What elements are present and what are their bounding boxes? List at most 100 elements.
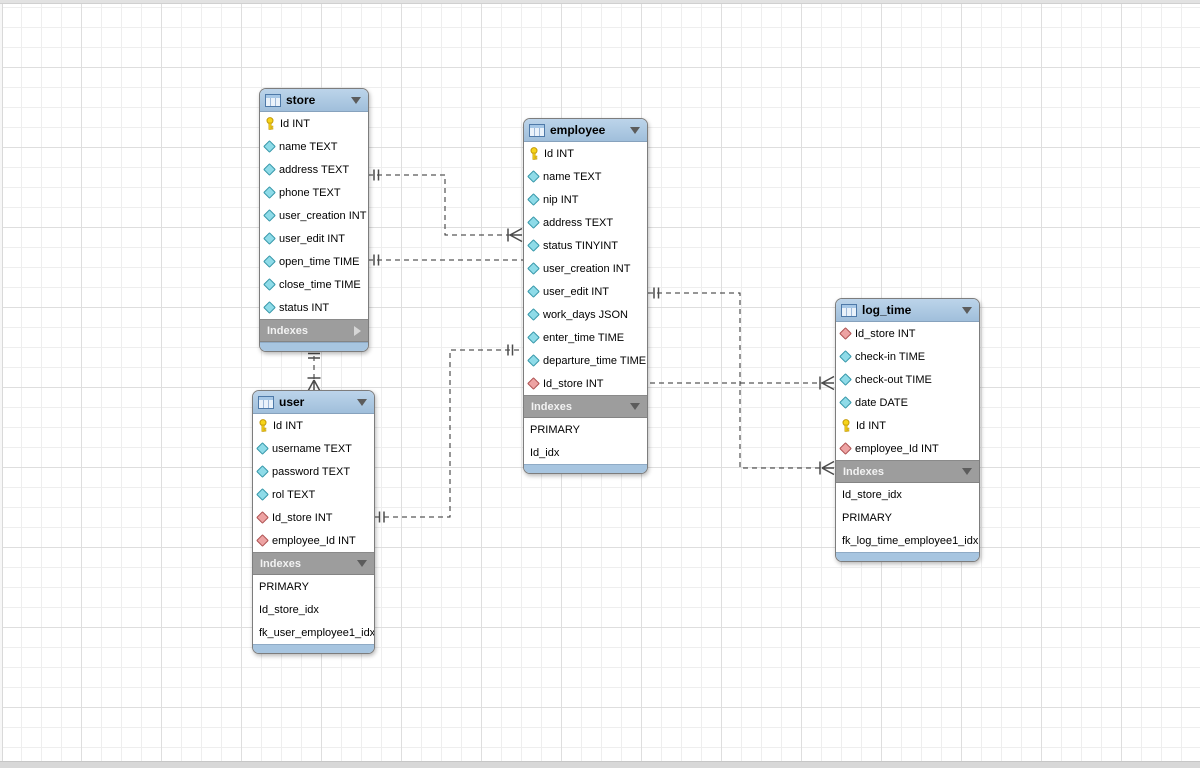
index-label: fk_user_employee1_idx bbox=[259, 626, 375, 639]
column-row[interactable]: Id INT bbox=[260, 112, 368, 135]
column-icon bbox=[256, 465, 269, 478]
table-title: store bbox=[286, 93, 316, 107]
table-title: employee bbox=[550, 123, 606, 137]
column-label: address TEXT bbox=[279, 163, 350, 176]
column-label: employee_Id INT bbox=[855, 442, 939, 455]
column-label: Id INT bbox=[280, 117, 310, 130]
foreign-key-icon bbox=[839, 327, 852, 340]
column-icon bbox=[527, 308, 540, 321]
collapse-table-icon[interactable] bbox=[351, 96, 361, 104]
column-row[interactable]: status INT bbox=[260, 296, 368, 319]
column-row[interactable]: open_time TIME bbox=[260, 250, 368, 273]
index-row[interactable]: Id_store_idx bbox=[253, 598, 374, 621]
foreign-key-icon bbox=[256, 511, 269, 524]
indexes-section-toggle[interactable]: Indexes bbox=[524, 395, 647, 418]
collapse-table-icon[interactable] bbox=[630, 126, 640, 134]
relationship-user-employee[interactable] bbox=[375, 344, 521, 523]
collapse-indexes-icon[interactable] bbox=[357, 560, 367, 567]
table-user-header[interactable]: user bbox=[253, 391, 374, 414]
column-label: open_time TIME bbox=[279, 255, 360, 268]
primary-key-icon bbox=[266, 117, 274, 130]
column-row[interactable]: address TEXT bbox=[524, 211, 647, 234]
column-row[interactable]: work_days JSON bbox=[524, 303, 647, 326]
foreign-key-icon bbox=[527, 377, 540, 390]
column-row[interactable]: enter_time TIME bbox=[524, 326, 647, 349]
column-row[interactable]: address TEXT bbox=[260, 158, 368, 181]
index-row[interactable]: PRIMARY bbox=[524, 418, 647, 441]
column-row[interactable]: user_creation INT bbox=[260, 204, 368, 227]
column-label: status INT bbox=[279, 301, 330, 314]
column-label: phone TEXT bbox=[279, 186, 341, 199]
column-row[interactable]: user_creation INT bbox=[524, 257, 647, 280]
column-icon bbox=[527, 331, 540, 344]
index-row[interactable]: Id_idx bbox=[524, 441, 647, 464]
foreign-key-icon bbox=[839, 442, 852, 455]
column-label: name TEXT bbox=[543, 170, 602, 183]
column-row[interactable]: password TEXT bbox=[253, 460, 374, 483]
column-row[interactable]: employee_Id INT bbox=[836, 437, 979, 460]
relationship-store-user[interactable] bbox=[306, 347, 322, 393]
column-row[interactable]: Id_store INT bbox=[253, 506, 374, 529]
indexes-section-toggle[interactable]: Indexes bbox=[253, 552, 374, 575]
index-row[interactable]: fk_user_employee1_idx bbox=[253, 621, 374, 644]
column-label: Id INT bbox=[544, 147, 574, 160]
column-label: employee_Id INT bbox=[272, 534, 356, 547]
column-row[interactable]: Id INT bbox=[524, 142, 647, 165]
table-footer bbox=[253, 644, 374, 653]
index-row[interactable]: fk_log_time_employee1_idx bbox=[836, 529, 979, 552]
column-row[interactable]: Id_store INT bbox=[836, 322, 979, 345]
column-row[interactable]: status TINYINT bbox=[524, 234, 647, 257]
indexes-label: Indexes bbox=[260, 557, 301, 570]
column-row[interactable]: Id INT bbox=[836, 414, 979, 437]
column-row[interactable]: Id_store INT bbox=[524, 372, 647, 395]
column-icon bbox=[527, 354, 540, 367]
column-row[interactable]: Id INT bbox=[253, 414, 374, 437]
column-row[interactable]: check-out TIME bbox=[836, 368, 979, 391]
column-icon bbox=[527, 239, 540, 252]
indexes-section-toggle[interactable]: Indexes bbox=[260, 319, 368, 342]
column-label: password TEXT bbox=[272, 465, 351, 478]
index-row[interactable]: PRIMARY bbox=[836, 506, 979, 529]
column-row[interactable]: user_edit INT bbox=[524, 280, 647, 303]
column-row[interactable]: username TEXT bbox=[253, 437, 374, 460]
table-store-header[interactable]: store bbox=[260, 89, 368, 112]
column-label: address TEXT bbox=[543, 216, 614, 229]
column-label: username TEXT bbox=[272, 442, 352, 455]
column-row[interactable]: date DATE bbox=[836, 391, 979, 414]
indexes-section-toggle[interactable]: Indexes bbox=[836, 460, 979, 483]
column-label: user_creation INT bbox=[279, 209, 367, 222]
table-employee[interactable]: employee Id INT name TEXT nip INT addres… bbox=[523, 118, 648, 474]
column-label: user_creation INT bbox=[543, 262, 631, 275]
column-row[interactable]: nip INT bbox=[524, 188, 647, 211]
table-log-time-header[interactable]: log_time bbox=[836, 299, 979, 322]
relationship-employee-logtime[interactable] bbox=[648, 287, 835, 476]
column-icon bbox=[527, 170, 540, 183]
collapse-table-icon[interactable] bbox=[357, 398, 367, 406]
collapse-table-icon[interactable] bbox=[962, 306, 972, 314]
column-row[interactable]: check-in TIME bbox=[836, 345, 979, 368]
indexes-label: Indexes bbox=[843, 465, 884, 478]
collapse-indexes-icon[interactable] bbox=[962, 468, 972, 475]
column-label: status TINYINT bbox=[543, 239, 618, 252]
table-store[interactable]: store Id INT name TEXT address TEXT phon… bbox=[259, 88, 369, 352]
column-row[interactable]: departure_time TIME bbox=[524, 349, 647, 372]
column-row[interactable]: name TEXT bbox=[260, 135, 368, 158]
table-employee-header[interactable]: employee bbox=[524, 119, 647, 142]
expand-indexes-icon[interactable] bbox=[354, 325, 361, 336]
column-row[interactable]: name TEXT bbox=[524, 165, 647, 188]
column-row[interactable]: employee_Id INT bbox=[253, 529, 374, 552]
column-row[interactable]: rol TEXT bbox=[253, 483, 374, 506]
column-row[interactable]: close_time TIME bbox=[260, 273, 368, 296]
table-user[interactable]: user Id INT username TEXT password TEXT … bbox=[252, 390, 375, 654]
table-log-time[interactable]: log_time Id_store INT check-in TIME chec… bbox=[835, 298, 980, 562]
column-row[interactable]: user_edit INT bbox=[260, 227, 368, 250]
column-row[interactable]: phone TEXT bbox=[260, 181, 368, 204]
table-icon bbox=[258, 395, 274, 409]
index-row[interactable]: Id_store_idx bbox=[836, 483, 979, 506]
indexes-label: Indexes bbox=[267, 324, 308, 337]
relationship-store-employee[interactable] bbox=[368, 169, 523, 243]
collapse-indexes-icon[interactable] bbox=[630, 403, 640, 410]
index-row[interactable]: PRIMARY bbox=[253, 575, 374, 598]
relationship-store-logtime[interactable] bbox=[368, 254, 835, 391]
